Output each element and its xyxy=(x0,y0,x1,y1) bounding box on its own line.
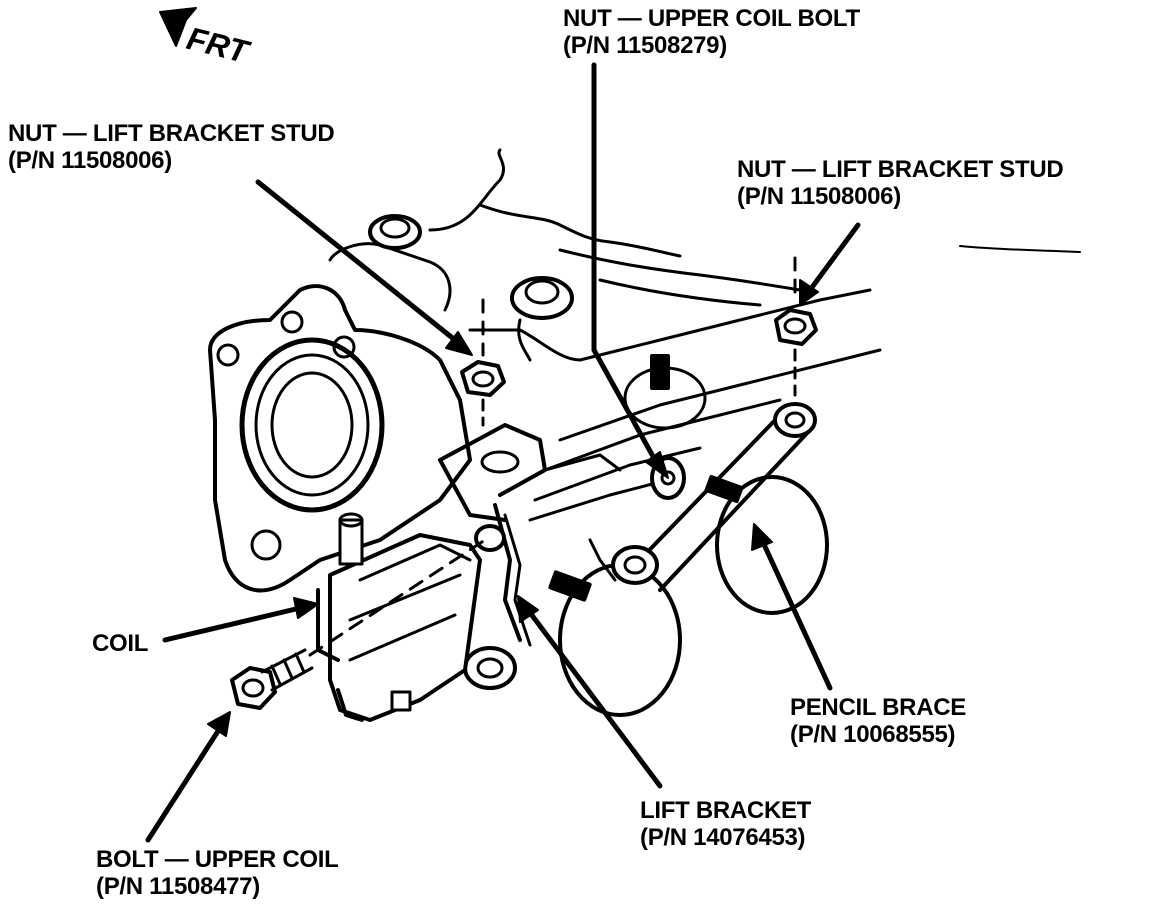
intake-bolt xyxy=(510,276,574,362)
callout-part-number: (P/N 11508006) xyxy=(8,147,172,174)
intake-manifold xyxy=(533,446,702,502)
callout-title: NUT — LIFT BRACKET STUD xyxy=(8,120,335,147)
callout-title: NUT — UPPER COIL BOLT xyxy=(563,5,860,32)
lift-bracket-stud-nut-right xyxy=(774,256,818,397)
intake-bolt xyxy=(368,214,422,250)
ignition-coil xyxy=(316,512,482,722)
engine-outline xyxy=(478,203,682,258)
callout-coil: COIL xyxy=(92,630,148,657)
callout-part-number: (P/N 11508006) xyxy=(737,183,901,210)
intake-port xyxy=(715,475,829,615)
leader-arrows xyxy=(145,62,861,843)
pencil-brace xyxy=(611,402,817,592)
callout-title: COIL xyxy=(92,630,149,657)
callout-part-number: (P/N 10068555) xyxy=(790,721,956,748)
front-direction-arrow-icon xyxy=(159,7,197,47)
callout-title: LIFT BRACKET xyxy=(640,797,812,824)
engine-outline xyxy=(959,245,1081,253)
lift-bracket xyxy=(438,423,622,690)
upper-coil-bolt xyxy=(230,536,490,710)
callout-title: PENCIL BRACE xyxy=(790,694,966,721)
callout-nut-lift-bracket-stud-right: NUT — LIFT BRACKET STUD (P/N 11508006) xyxy=(737,156,1064,210)
callout-pencil-brace: PENCIL BRACE (P/N 10068555) xyxy=(790,694,966,748)
callout-part-number: (P/N 11508477) xyxy=(96,873,260,900)
lift-bracket-stud-nut-left xyxy=(460,298,506,427)
intake-manifold xyxy=(468,288,872,362)
callout-lift-bracket: LIFT BRACKET (P/N 14076453) xyxy=(640,797,811,851)
engine-outline xyxy=(428,148,506,232)
callout-part-number: (P/N 11508279) xyxy=(563,32,727,59)
callout-nut-upper-coil-bolt: NUT — UPPER COIL BOLT (P/N 11508279) xyxy=(563,5,860,59)
callout-part-number: (P/N 14076453) xyxy=(640,824,806,851)
callout-bolt-upper-coil: BOLT — UPPER COIL (P/N 11508477) xyxy=(96,846,339,900)
engine-outline xyxy=(598,278,762,307)
callout-title: BOLT — UPPER COIL xyxy=(96,846,339,873)
callout-title: NUT — LIFT BRACKET STUD xyxy=(737,156,1064,183)
intake-manifold xyxy=(528,480,662,522)
callout-nut-lift-bracket-stud-left: NUT — LIFT BRACKET STUD (P/N 11508006) xyxy=(8,120,335,174)
intake-manifold xyxy=(558,348,882,442)
